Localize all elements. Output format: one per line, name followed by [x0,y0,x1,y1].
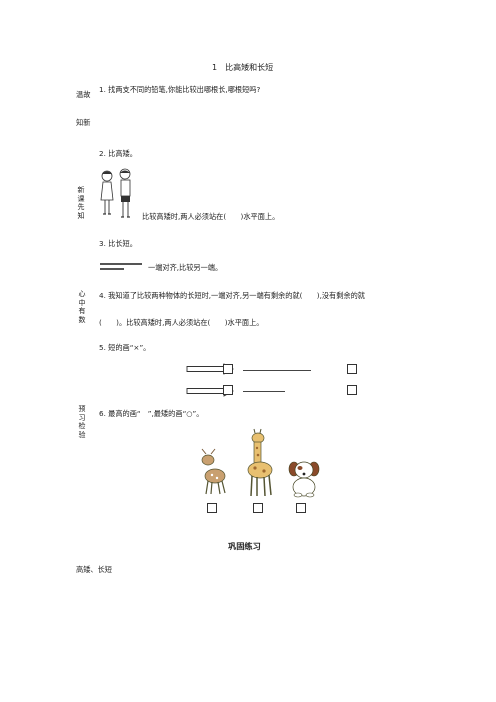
question-5-heading: 5. 短的画“×”。 [99,343,151,352]
answer-box-5c[interactable] [223,385,233,395]
answer-box-deer[interactable] [207,503,217,513]
pencil-short [100,268,124,270]
question-4-line-1: 4. 我知道了比较两种物体的长短时,一端对齐,另一端有剩余的就( ),没有剩余的… [99,291,365,300]
section-heading-consolidation: 巩固练习 [228,541,261,551]
question-3-heading: 3. 比长短。 [99,239,137,248]
question-3-text: 一端对齐,比较另一端。 [148,263,223,272]
children-height-illustration [100,168,131,218]
page-title: 1 比高矮和长短 [212,63,274,72]
line-short [243,391,285,392]
giraffe-illustration [247,428,273,497]
question-2-text: 比较高矮时,两人必须站在( )水平面上。 [142,212,280,221]
sidebar-review-label-2: 知新 [76,118,91,127]
question-4-line-2: ( )。比较高矮时,两人必须站在( )水平面上。 [99,318,264,327]
pencil-long [100,263,142,265]
deer-illustration [201,448,226,495]
answer-box-dog[interactable] [296,503,306,513]
sidebar-check-label: 预习检验 [78,405,86,439]
answer-box-5b[interactable] [347,364,357,374]
sidebar-preview-label: 新课先知 [77,186,85,220]
line-long [243,370,311,371]
footer-topic: 高矮、长短 [76,565,112,574]
question-2-heading: 2. 比高矮。 [99,149,137,158]
sidebar-mind-label: 心中有数 [78,290,86,324]
question-1: 1. 找两支不同的铅笔,你能比较出哪根长,哪根短吗? [99,85,261,94]
answer-box-5a[interactable] [223,364,233,374]
question-6-heading: 6. 最高的画“ ”,最矮的画“○”。 [99,409,204,418]
answer-box-giraffe[interactable] [253,503,263,513]
sidebar-review-label-1: 温故 [76,90,91,99]
dog-illustration [288,461,320,498]
answer-box-5d[interactable] [347,385,357,395]
